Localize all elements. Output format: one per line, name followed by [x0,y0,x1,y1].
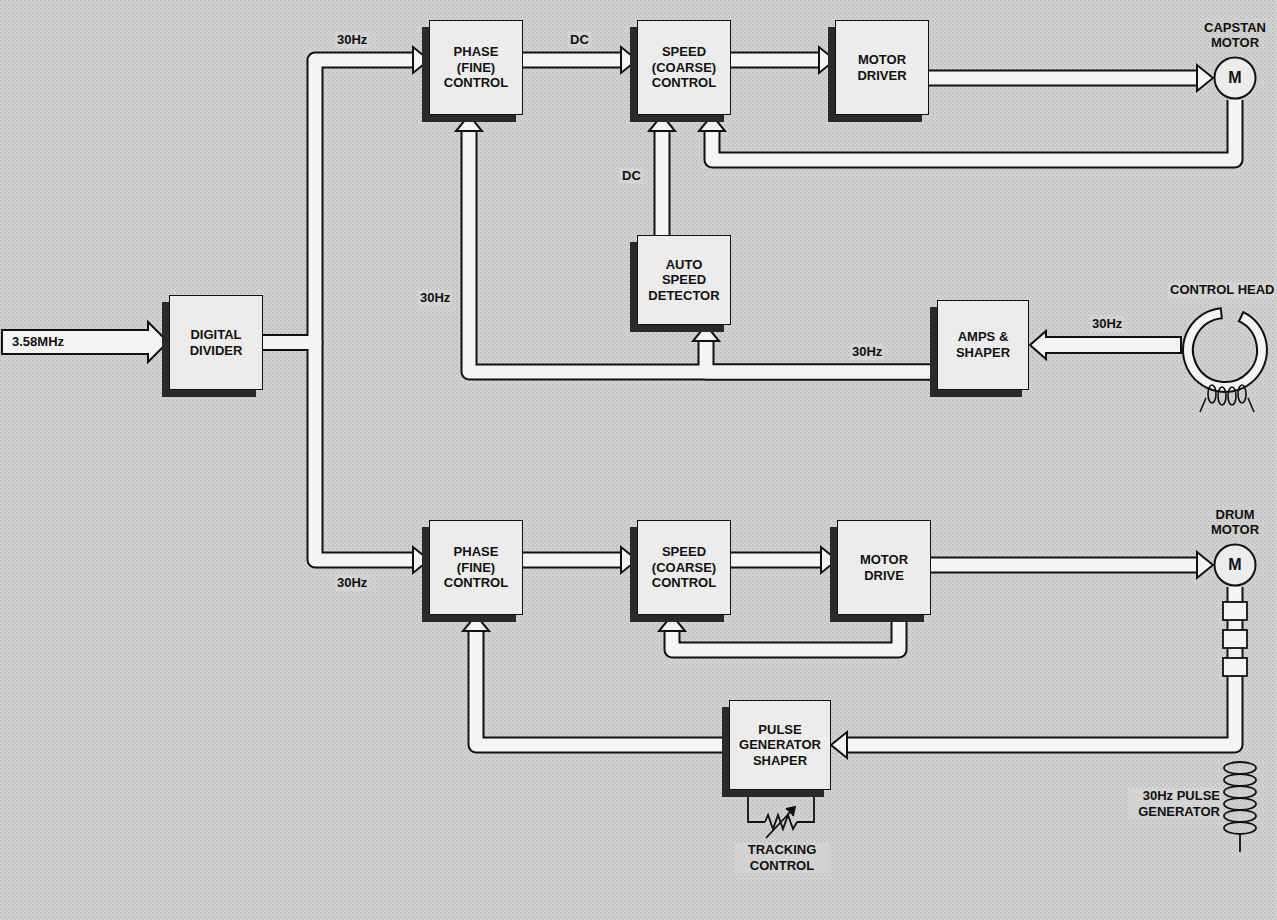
pickup-coil [1224,762,1256,852]
motor-letter: M [1213,543,1257,587]
head-signal-arrow [1030,331,1181,359]
part-name: CONTROL HEAD [1168,282,1276,298]
tracking-potentiometer [748,790,814,838]
signal-label: 30Hz [418,290,452,306]
signal-arrow-outline [263,343,413,561]
arrow-head [819,47,835,73]
block-box: DIGITAL DIVIDER [169,295,263,390]
signal-arrow-outline [706,341,937,372]
signal-label: 30Hz [1090,316,1124,332]
signal-arrow [469,131,937,372]
signal-arrow-outline [931,557,1197,574]
signal-arrow [523,54,621,67]
block-label: MOTOR DRIVE [846,552,922,583]
block-box: SPEED (COARSE) CONTROL [637,20,731,115]
signal-label: 30Hz [335,575,369,591]
block-label: SPEED (COARSE) CONTROL [646,544,722,591]
signal-arrow [672,615,899,650]
input-signal-label: 3.58MHz [10,334,66,350]
signal-arrow [731,554,821,567]
signal-arrow-outline [523,52,621,69]
signal-arrow-outline [523,552,621,569]
arrow-head [413,47,429,73]
motor-name: CAPSTAN MOTOR [1200,20,1270,51]
block-label: PHASE (FINE) CONTROL [438,44,514,91]
arrow-head [821,547,837,573]
block-label: DIGITAL DIVIDER [178,327,254,358]
block-box: PULSE GENERATOR SHAPER [729,700,831,790]
block-label: MOTOR DRIVER [844,52,920,83]
signal-arrow-outline [929,70,1197,87]
signal-label: 30Hz [335,32,369,48]
block-box: SPEED (COARSE) CONTROL [637,520,731,615]
signal-label: DC [620,168,643,184]
signal-arrow [931,559,1197,572]
arrow-head [649,115,675,131]
tone-wheel-segments [1223,602,1247,676]
block-box: MOTOR DRIVE [837,520,931,615]
signal-arrow [263,60,413,343]
block-box: MOTOR DRIVER [835,20,929,115]
block-label: SPEED (COARSE) CONTROL [646,44,722,91]
signal-label: 30Hz [850,344,884,360]
arrow-head [1197,552,1213,578]
motor-symbol: CAPSTAN MOTORM [1213,56,1257,100]
signal-arrow [523,554,621,567]
signal-arrow-outline [654,131,671,235]
arrow-head [621,547,637,573]
part-name: TRACKING CONTROL [735,842,829,873]
block-label: PHASE (FINE) CONTROL [438,544,514,591]
motor-symbol: DRUM MOTORM [1213,543,1257,587]
part-name: 30Hz PULSE GENERATOR [1128,788,1222,819]
signal-arrow [929,72,1197,85]
signal-arrow-outline [469,131,937,372]
arrow-head [699,115,725,131]
arrow-head [456,115,482,131]
arrow-head [413,547,429,573]
arrow-head [463,615,489,631]
motor-letter: M [1213,56,1257,100]
block-label: AMPS & SHAPER [946,329,1020,360]
signal-arrow-outline [672,615,899,650]
signal-arrow [712,100,1235,160]
block-box: PHASE (FINE) CONTROL [429,20,523,115]
arrow-head [659,615,685,631]
block-label: PULSE GENERATOR SHAPER [738,722,822,769]
arrow-head [1197,65,1213,91]
motor-name: DRUM MOTOR [1200,507,1270,538]
control-head [1183,308,1267,412]
arrow-head [831,732,847,758]
block-box: AUTO SPEED DETECTOR [637,235,731,325]
block-box: PHASE (FINE) CONTROL [429,520,523,615]
signal-arrow [706,341,937,372]
block-label: AUTO SPEED DETECTOR [646,257,722,304]
block-box: AMPS & SHAPER [937,300,1029,390]
signal-arrow-outline [263,60,413,343]
signal-arrow [656,131,669,235]
signal-arrow [476,631,729,745]
signal-arrow [731,54,819,67]
input-arrow [2,322,168,362]
signal-arrow-outline [731,552,821,569]
arrow-head [621,47,637,73]
signal-arrow-outline [731,52,819,69]
arrow-head [693,325,719,341]
signal-arrow-outline [712,100,1235,160]
signal-arrow [263,343,413,561]
signal-label: DC [568,32,591,48]
